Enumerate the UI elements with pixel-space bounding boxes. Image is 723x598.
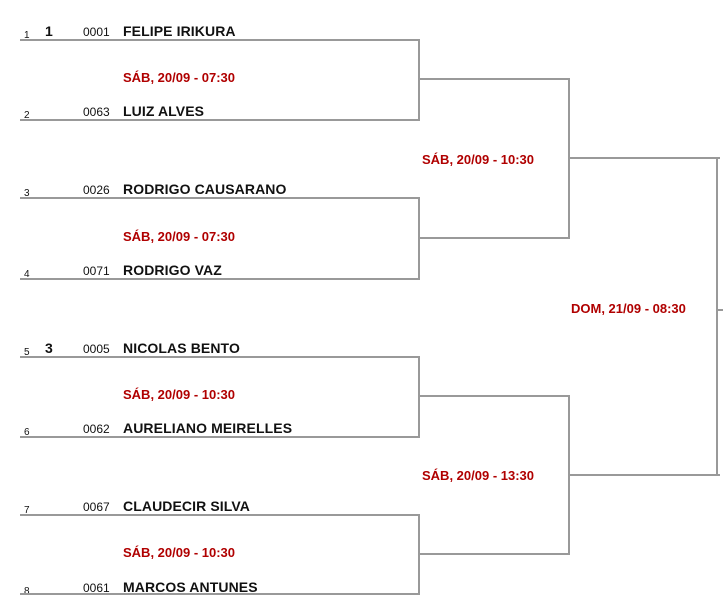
player-slot-1[interactable]: 1 1 0001 FELIPE IRIKURA [20,22,420,42]
player-code: 0005 [83,342,110,356]
bracket-line [20,119,420,121]
match-time: SÁB, 20/09 - 07:30 [123,229,236,244]
player-code: 0062 [83,422,110,436]
draw-position: 2 [24,110,30,121]
bracket-line [20,39,420,41]
bracket-connector [418,197,420,280]
bracket-connector [568,78,570,239]
player-slot-8[interactable]: 8 0061 MARCOS ANTUNES [20,578,420,598]
player-code: 0061 [83,581,110,595]
bracket-line [718,309,723,311]
bracket-line [20,197,420,199]
player-name[interactable]: AURELIANO MEIRELLES [123,420,293,436]
draw-position: 4 [24,269,30,280]
player-code: 0063 [83,105,110,119]
seed-number: 3 [45,340,53,356]
draw-position: 3 [24,188,30,199]
seed-number: 1 [45,23,53,39]
bracket-line [20,514,420,516]
player-code: 0071 [83,264,110,278]
player-name[interactable]: RODRIGO CAUSARANO [123,181,287,197]
match-time: SÁB, 20/09 - 10:30 [422,152,535,167]
draw-position: 8 [24,586,30,597]
bracket-line [20,593,420,595]
bracket-line [420,237,570,239]
player-code: 0001 [83,25,110,39]
player-slot-6[interactable]: 6 0062 AURELIANO MEIRELLES [20,419,420,439]
bracket-line [420,553,570,555]
player-name[interactable]: FELIPE IRIKURA [123,23,236,39]
match-time: SÁB, 20/09 - 07:30 [123,70,236,85]
player-name[interactable]: CLAUDECIR SILVA [123,498,250,514]
match-time: SÁB, 20/09 - 10:30 [123,387,236,402]
bracket-line [20,436,420,438]
bracket-connector [716,157,718,476]
player-slot-7[interactable]: 7 0067 CLAUDECIR SILVA [20,497,420,517]
bracket-line [420,395,570,397]
bracket-connector [418,39,420,121]
match-time: DOM, 21/09 - 08:30 [571,301,686,316]
match-time: SÁB, 20/09 - 13:30 [422,468,535,483]
player-slot-3[interactable]: 3 0026 RODRIGO CAUSARANO [20,180,420,200]
player-name[interactable]: RODRIGO VAZ [123,262,222,278]
player-name[interactable]: LUIZ ALVES [123,103,205,119]
player-name[interactable]: MARCOS ANTUNES [123,579,258,595]
draw-position: 1 [24,30,30,41]
player-slot-4[interactable]: 4 0071 RODRIGO VAZ [20,261,420,281]
bracket-connector [568,395,570,555]
player-name[interactable]: NICOLAS BENTO [123,340,240,356]
bracket-connector [418,514,420,595]
draw-position: 7 [24,505,30,516]
player-code: 0067 [83,500,110,514]
bracket-line [570,474,720,476]
match-time: SÁB, 20/09 - 10:30 [123,545,236,560]
player-slot-2[interactable]: 2 0063 LUIZ ALVES [20,102,420,122]
player-code: 0026 [83,183,110,197]
bracket-line [570,157,720,159]
bracket-line [20,278,420,280]
bracket-line [20,356,420,358]
bracket-line [420,78,570,80]
bracket-connector [418,356,420,438]
draw-position: 5 [24,347,30,358]
draw-position: 6 [24,427,30,438]
player-slot-5[interactable]: 5 3 0005 NICOLAS BENTO [20,339,420,359]
